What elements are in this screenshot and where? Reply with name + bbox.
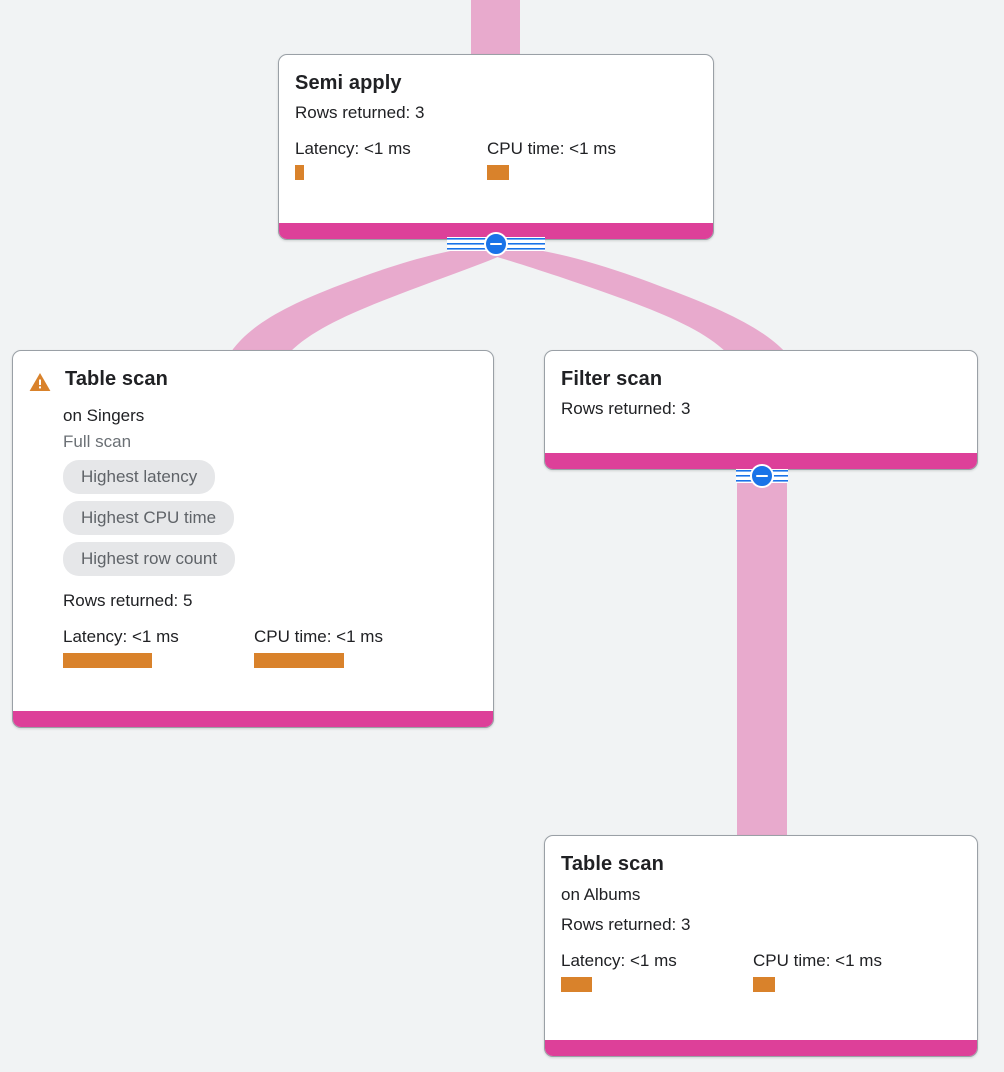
- node-accent-bar: [279, 223, 713, 239]
- metric-latency: Latency: <1 ms: [295, 139, 487, 180]
- node-title: Table scan: [65, 368, 168, 390]
- metric-latency-bar: [63, 653, 152, 668]
- metric-latency: Latency: <1 ms: [63, 627, 254, 668]
- node-table-scan-albums-body: Table scan on Albums Rows returned: 3 La…: [545, 836, 977, 1040]
- metric-latency-label: Latency: <1 ms: [561, 951, 677, 970]
- metric-cpu: CPU time: <1 ms: [254, 627, 383, 668]
- metric-cpu-label: CPU time: <1 ms: [753, 951, 882, 970]
- node-subtitle: on Singers: [63, 406, 145, 425]
- scan-type: Full scan: [63, 432, 132, 451]
- metric-cpu: CPU time: <1 ms: [753, 951, 882, 992]
- metric-cpu-label: CPU time: <1 ms: [254, 627, 383, 646]
- rows-returned: Rows returned: 5: [63, 591, 193, 610]
- rows-returned: Rows returned: 3: [295, 103, 425, 122]
- edge-root-to-semi-apply: [471, 0, 520, 56]
- node-filter-scan-body: Filter scan Rows returned: 3: [545, 351, 977, 453]
- chip-highest-row-count: Highest row count: [63, 542, 236, 576]
- node-semi-apply-body: Semi apply Rows returned: 3 Latency: <1 …: [279, 55, 713, 223]
- node-filter-scan-header: Filter scan: [561, 367, 961, 391]
- node-semi-apply[interactable]: Semi apply Rows returned: 3 Latency: <1 …: [278, 54, 714, 240]
- node-accent-bar: [13, 711, 493, 727]
- node-accent-bar: [545, 453, 977, 469]
- node-accent-bar: [545, 1040, 977, 1056]
- node-table-scan-albums-header: Table scan: [561, 852, 961, 876]
- collapse-toggle-semi-apply[interactable]: [484, 232, 508, 256]
- edge-semi-apply-to-table-scan-singers: [231, 246, 500, 352]
- node-semi-apply-header: Semi apply: [295, 71, 697, 95]
- metric-cpu-bar: [487, 165, 509, 180]
- node-table-scan-albums[interactable]: Table scan on Albums Rows returned: 3 La…: [544, 835, 978, 1057]
- metric-latency: Latency: <1 ms: [561, 951, 753, 992]
- warning-icon: [29, 372, 51, 397]
- node-title: Semi apply: [295, 72, 402, 94]
- node-title: Filter scan: [561, 368, 663, 390]
- metrics: Latency: <1 ms CPU time: <1 ms: [295, 139, 697, 180]
- rows-returned: Rows returned: 3: [561, 915, 691, 934]
- chip-list: Highest latency Highest CPU time Highest…: [63, 460, 477, 583]
- node-table-scan-singers-header: Table scan: [29, 367, 477, 397]
- collapse-toggle-filter-scan[interactable]: [750, 464, 774, 488]
- metrics: Latency: <1 ms CPU time: <1 ms: [561, 951, 961, 992]
- metric-latency-label: Latency: <1 ms: [295, 139, 411, 158]
- edge-semi-apply-to-filter-scan: [494, 246, 785, 352]
- metric-cpu-bar: [753, 977, 775, 992]
- metric-cpu-label: CPU time: <1 ms: [487, 139, 616, 158]
- node-title: Table scan: [561, 853, 664, 875]
- metric-latency-bar: [295, 165, 304, 180]
- chip-row: Highest CPU time: [63, 501, 477, 542]
- node-filter-scan[interactable]: Filter scan Rows returned: 3: [544, 350, 978, 470]
- node-table-scan-singers[interactable]: Table scan on Singers Full scan Highest …: [12, 350, 494, 728]
- chip-row: Highest latency: [63, 460, 477, 501]
- minus-icon: [490, 242, 502, 246]
- chip-highest-latency: Highest latency: [63, 460, 216, 494]
- node-table-scan-singers-body: Table scan on Singers Full scan Highest …: [13, 351, 493, 711]
- minus-icon: [756, 474, 768, 478]
- chip-highest-cpu-time: Highest CPU time: [63, 501, 235, 535]
- metric-cpu-bar: [254, 653, 344, 668]
- node-table-scan-singers-details: on Singers Full scan Highest latency Hig…: [29, 403, 477, 668]
- chip-row: Highest row count: [63, 542, 477, 583]
- rows-returned: Rows returned: 3: [561, 399, 691, 418]
- metric-latency-bar: [561, 977, 592, 992]
- metric-cpu: CPU time: <1 ms: [487, 139, 616, 180]
- metrics: Latency: <1 ms CPU time: <1 ms: [63, 627, 477, 668]
- metric-latency-label: Latency: <1 ms: [63, 627, 179, 646]
- node-subtitle: on Albums: [561, 885, 641, 904]
- edge-filter-scan-to-table-scan-albums: [737, 470, 787, 838]
